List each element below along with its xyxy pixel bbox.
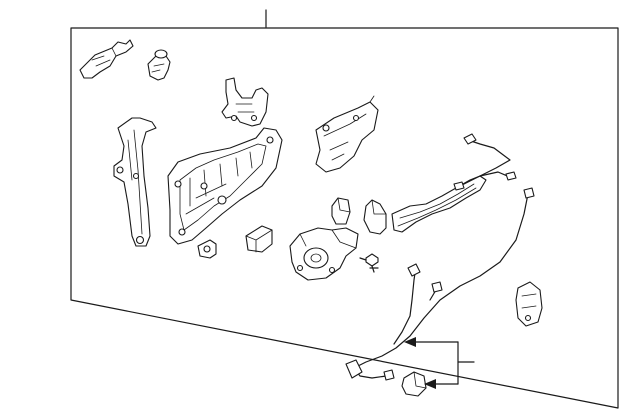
cable-guide-cap: [245, 225, 273, 253]
window-motor: [289, 227, 359, 281]
window-regulator-panel: [167, 127, 283, 245]
harness-connector: [401, 371, 427, 397]
door-lock-actuator: [315, 95, 379, 173]
small-bumper: [331, 197, 351, 225]
motor-mounting-bolt: [359, 253, 379, 273]
cable-protector: [363, 199, 387, 235]
door-wiring-harness-upper: [453, 133, 517, 191]
window-regulator-guide-rail: [113, 117, 157, 247]
callout-bracket: [404, 337, 475, 389]
door-wiring-harness-lower: [345, 187, 535, 381]
lock-actuator-rod-clip: [147, 49, 171, 81]
sensor-module: [391, 175, 487, 233]
arrow-head-lower: [424, 379, 436, 389]
arrow-head-upper: [404, 337, 416, 347]
door-switch: [515, 281, 543, 327]
door-latch-bracket: [79, 39, 134, 79]
hinge-bracket: [221, 77, 269, 127]
lock-rod-clip: [197, 239, 217, 259]
